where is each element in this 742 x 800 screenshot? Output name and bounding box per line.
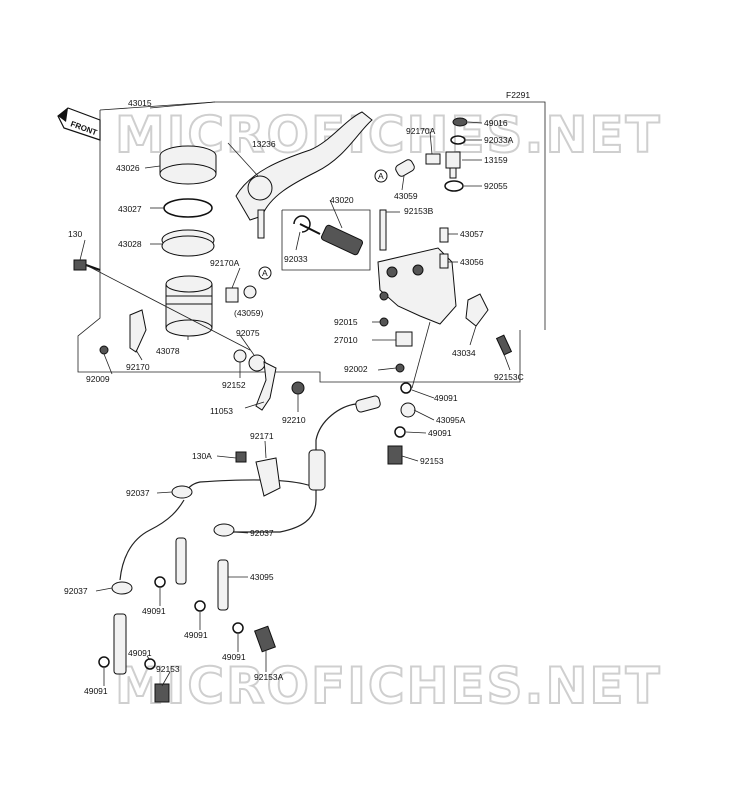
leader-lines-lower xyxy=(95,389,435,687)
label-92033: 92033 xyxy=(284,254,308,264)
leader-lines xyxy=(79,121,511,412)
callout-a-right-icon xyxy=(374,169,388,183)
label-92152: 92152 xyxy=(222,380,246,390)
assembly-frame-top xyxy=(99,101,546,150)
callout-a-left: A xyxy=(262,268,268,278)
label-92153a: 92153A xyxy=(254,672,284,682)
bleeder-43057-icon xyxy=(439,227,449,243)
screw-92009-icon xyxy=(99,345,109,355)
label-43095: 43095 xyxy=(250,572,274,582)
label-13159: 13159 xyxy=(484,155,508,165)
nut-92210-icon xyxy=(291,381,305,395)
callout-a-right: A xyxy=(378,171,384,181)
callout-a-left-icon xyxy=(258,266,272,280)
label-130a: 130A xyxy=(192,451,212,461)
o-ring-92055-icon xyxy=(444,180,464,192)
label-92153c: 92153C xyxy=(494,372,524,382)
cap-49016-icon xyxy=(452,117,468,127)
diagram-code: F2291 xyxy=(506,90,530,100)
label-92171: 92171 xyxy=(250,431,274,441)
label-43059-paren: (43059) xyxy=(234,308,263,318)
bolt-92153c-icon xyxy=(495,334,513,356)
washer-92152-icon xyxy=(233,349,247,363)
label-92075: 92075 xyxy=(236,328,260,338)
front-arrow-icon: FRONT xyxy=(57,107,101,141)
clamp-92170a-left-icon xyxy=(225,287,239,303)
bolt-92153b-icon xyxy=(379,209,387,251)
brake-hose-lower xyxy=(111,395,416,675)
brake-lever-icon xyxy=(235,111,373,239)
label-43034: 43034 xyxy=(452,348,476,358)
label-92153b: 92153B xyxy=(404,206,434,216)
label-49091-e: 49091 xyxy=(222,652,246,662)
diaphragm-icon xyxy=(161,229,215,257)
label-49091-g: 49091 xyxy=(84,686,108,696)
sub-frame xyxy=(281,209,371,271)
hose-43059-icon xyxy=(395,159,415,177)
label-92015: 92015 xyxy=(334,317,358,327)
nut-92015-icon xyxy=(379,317,389,327)
label-43028: 43028 xyxy=(118,239,142,249)
bolt-130-icon xyxy=(73,259,101,271)
label-43020: 43020 xyxy=(330,195,354,205)
label-49091-b: 49091 xyxy=(428,428,452,438)
label-92037-b: 92037 xyxy=(250,528,274,538)
label-92002: 92002 xyxy=(344,364,368,374)
master-cylinder-body-icon xyxy=(377,247,457,325)
label-43059: 43059 xyxy=(394,191,418,201)
pushrod-icon xyxy=(299,223,364,256)
reservoir-cap-icon xyxy=(159,145,217,185)
label-49091-f: 49091 xyxy=(128,648,152,658)
label-92037-c: 92037 xyxy=(64,586,88,596)
label-43015: 43015 xyxy=(128,98,152,108)
label-92037-a: 92037 xyxy=(126,488,150,498)
clamp-43034-icon xyxy=(465,293,489,327)
label-92170a-right: 92170A xyxy=(406,126,436,136)
label-92055: 92055 xyxy=(484,181,508,191)
label-49091-c: 49091 xyxy=(142,606,166,616)
label-92033a: 92033A xyxy=(484,135,514,145)
assembly-frame xyxy=(77,110,521,383)
clamp-92170a-right-icon xyxy=(425,153,441,165)
bracket-11053-icon xyxy=(255,361,277,411)
label-92153-b: 92153 xyxy=(156,664,180,674)
label-92170a-left: 92170A xyxy=(210,258,240,268)
circlip-92033-icon xyxy=(293,215,311,233)
switch-27010-icon xyxy=(395,331,413,347)
label-130: 130 xyxy=(68,229,82,239)
label-43057: 43057 xyxy=(460,229,484,239)
circlip-92033a-icon xyxy=(450,135,466,145)
label-49091-a: 49091 xyxy=(434,393,458,403)
banjo-washers xyxy=(98,382,412,670)
bushing-92075-icon xyxy=(248,354,266,372)
label-43026: 43026 xyxy=(116,163,140,173)
part-labels: 43015 13236 43026 43027 43028 130 92170A… xyxy=(64,98,524,696)
label-13236: 13236 xyxy=(252,139,276,149)
fitting-13159-icon xyxy=(445,151,461,179)
label-27010: 27010 xyxy=(334,335,358,345)
banjo-bolts xyxy=(154,445,403,703)
label-49091-d: 49091 xyxy=(184,630,208,640)
label-11053: 11053 xyxy=(210,406,233,416)
label-92153-a: 92153 xyxy=(420,456,444,466)
label-43056: 43056 xyxy=(460,257,484,267)
label-43027: 43027 xyxy=(118,204,142,214)
cap-43056-icon xyxy=(439,253,449,269)
diaphragm-plate-icon xyxy=(163,198,213,218)
label-43078: 43078 xyxy=(156,346,180,356)
label-92009: 92009 xyxy=(86,374,110,384)
label-49016: 49016 xyxy=(484,118,508,128)
watermark-bottom: MICROFICHES.NET xyxy=(115,657,662,715)
bracket-92170-icon xyxy=(129,309,147,353)
label-92170: 92170 xyxy=(126,362,150,372)
label-43095a: 43095A xyxy=(436,415,466,425)
label-92210: 92210 xyxy=(282,415,306,425)
screw-92002-icon xyxy=(395,363,405,373)
